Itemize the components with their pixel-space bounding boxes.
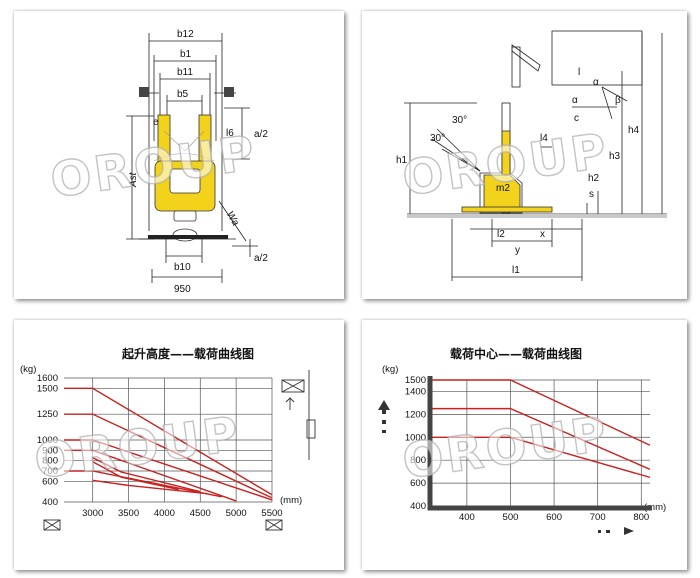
- load-curve: [432, 407, 651, 470]
- y-unit-label: (kg): [20, 364, 36, 375]
- x-tick-label: 400: [459, 512, 475, 523]
- x-tick-label: 5000: [226, 508, 247, 519]
- y-tick-label: 400: [410, 501, 426, 512]
- lift-height-load-chart-panel: 起升高度——载荷曲线图 (kg) (mm) 3000 3500 4000 4500 50…: [14, 320, 344, 570]
- top-view-diagram: [126, 33, 258, 283]
- y-tick-label: 1500: [405, 375, 426, 386]
- load-curve: [64, 387, 273, 496]
- y-tick-label: 1500: [37, 383, 58, 394]
- x-tick-label: 3000: [82, 508, 103, 519]
- x-tick-label: 800: [633, 512, 649, 523]
- y-tick-label: 600: [410, 478, 426, 489]
- y-tick-label: 1250: [37, 409, 58, 420]
- y-tick-label: 1200: [405, 409, 426, 420]
- y-tick-label: 1000: [37, 435, 58, 446]
- y-tick-label: 1400: [405, 386, 426, 397]
- x-tick-label: 600: [546, 512, 562, 523]
- x-tick-label: 3500: [118, 508, 139, 519]
- x-tick-label: 4500: [190, 508, 211, 519]
- y-tick-label: 1000: [405, 432, 426, 443]
- load-curve: [64, 413, 273, 499]
- load-curve: [64, 439, 273, 501]
- load-curve: [432, 379, 651, 446]
- x-tick-label: 500: [503, 512, 519, 523]
- top-view-diagram-panel: b12 b1 b11 b5 e l6 a/2 Ast Wa b10 a/2 95…: [14, 11, 344, 299]
- x-tick-label: 700: [590, 512, 606, 523]
- y-tick-label: 400: [42, 497, 58, 508]
- y-tick-label: 800: [410, 455, 426, 466]
- y-tick-label: 900: [42, 445, 58, 456]
- load-curve: [92, 479, 208, 495]
- load-curve: [432, 436, 651, 479]
- x-unit-label: (mm): [280, 495, 302, 506]
- y-tick-label: 600: [42, 476, 58, 487]
- load-curve: [64, 470, 222, 498]
- x-unit-label: (mm): [644, 502, 666, 513]
- chart-title: 起升高度——载荷曲线图: [121, 346, 254, 361]
- load-curve: [64, 449, 237, 502]
- x-tick-label: 5500: [261, 508, 282, 519]
- side-view-diagram: [404, 30, 667, 281]
- load-center-load-chart: 载荷中心——载荷曲线图 (kg) (mm) 400 500 600 700 800 400…: [378, 346, 666, 535]
- lift-height-load-chart: 起升高度——载荷曲线图 (kg) (mm) 3000 3500 4000 4500 50…: [20, 346, 316, 531]
- x-tick-label: 4000: [154, 508, 175, 519]
- load-center-chart-panel: 载荷中心——载荷曲线图 (kg) (mm) 400 500 600 700 800 400…: [362, 320, 687, 570]
- chart-title: 载荷中心——载荷曲线图: [450, 346, 582, 361]
- y-unit-label: (kg): [382, 364, 398, 375]
- side-view-diagram-panel: l α β α c h4 h3 h2 s h1 30° 30° l4 m2 l2…: [362, 11, 687, 299]
- y-tick-label: 800: [42, 456, 58, 467]
- y-tick-label: 700: [42, 466, 58, 477]
- load-curve: [92, 456, 201, 493]
- y-tick-label: 1600: [37, 373, 58, 384]
